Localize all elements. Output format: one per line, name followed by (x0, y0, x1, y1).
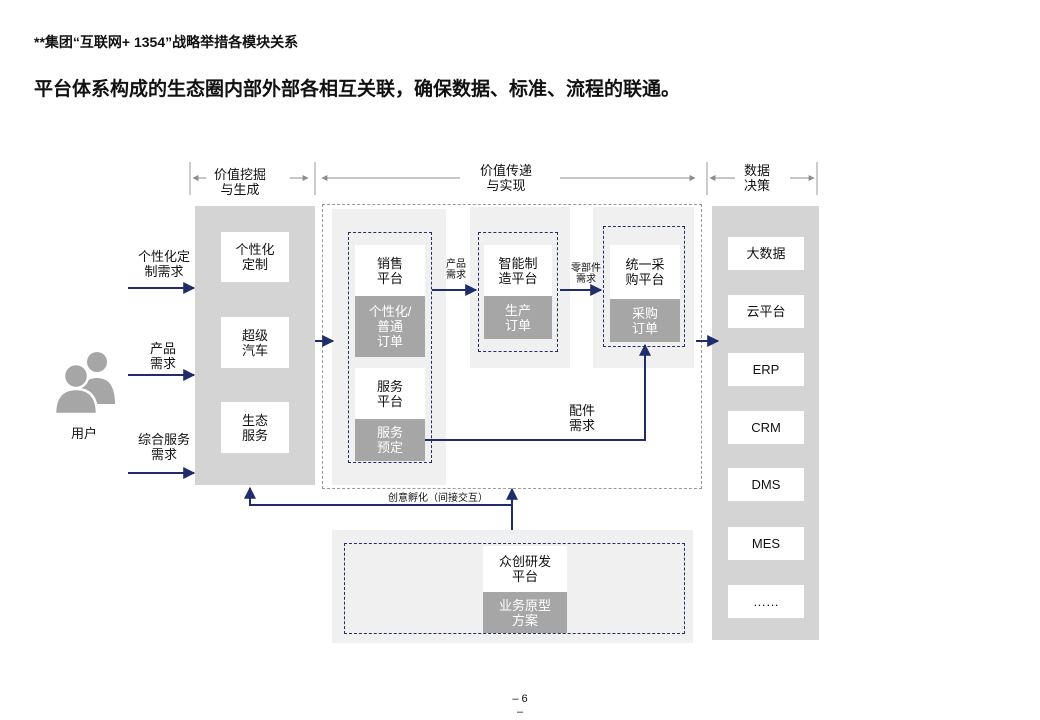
box-eco-service: 生态 服务 (221, 402, 289, 453)
page-number: – 6 – (512, 693, 528, 718)
purchase-order-box: 采购 订单 (610, 299, 680, 342)
data-item-dms: DMS (728, 468, 804, 501)
page-subtitle: **集团“互联网+ 1354”战略举措各模块关系 (34, 34, 299, 50)
column-label-data-decision: 数据 决策 (742, 163, 773, 193)
data-item-erp: ERP (728, 353, 804, 386)
users-icon (53, 352, 115, 416)
input-label-product-demand: 产品 需求 (149, 341, 176, 371)
sales-service-frame (348, 232, 432, 463)
data-item-cloud-platform: 云平台 (728, 295, 804, 328)
column-label-value-delivery: 价值传递 与实现 (478, 163, 535, 193)
flow-label-incubation: 创意孵化（间接交互） (382, 493, 494, 504)
flow-label-parts-demand: 零部件 需求 (571, 263, 601, 285)
box-personalized-custom: 个性化 定制 (221, 232, 289, 282)
box-super-car: 超级 汽车 (221, 317, 289, 368)
data-item-crm: CRM (728, 411, 804, 444)
crowd-rd-platform-box: 众创研发 平台 (483, 546, 567, 592)
data-item-big-data: 大数据 (728, 237, 804, 270)
manufacturing-platform-box: 智能制 造平台 (484, 245, 552, 296)
service-platform-box: 服务 平台 (355, 368, 425, 419)
input-label-service-demand: 综合服务 需求 (137, 432, 190, 462)
service-booking-box: 服务 预定 (355, 419, 425, 461)
user-label: 用户 (70, 426, 97, 441)
procurement-platform-box: 统一采 购平台 (610, 245, 680, 299)
data-item-more: …… (728, 585, 804, 618)
flow-label-accessory-demand: 配件 需求 (568, 403, 595, 433)
flow-label-product-demand: 产品 需求 (446, 259, 466, 281)
sales-order-box: 个性化/ 普通 订单 (355, 296, 425, 357)
page-title: 平台体系构成的生态圈内部外部各相互关联，确保数据、标准、流程的联通。 (34, 79, 681, 100)
production-order-box: 生产 订单 (484, 296, 552, 339)
sales-platform-box: 销售 平台 (355, 245, 425, 296)
input-label-custom-demand: 个性化定 制需求 (137, 249, 190, 279)
data-item-mes: MES (728, 527, 804, 560)
column-label-value-mining: 价值挖掘 与生成 (212, 167, 269, 197)
manufacturing-frame (478, 232, 558, 352)
crowd-rd-frame (344, 543, 685, 634)
business-prototype-box: 业务原型 方案 (483, 592, 567, 633)
